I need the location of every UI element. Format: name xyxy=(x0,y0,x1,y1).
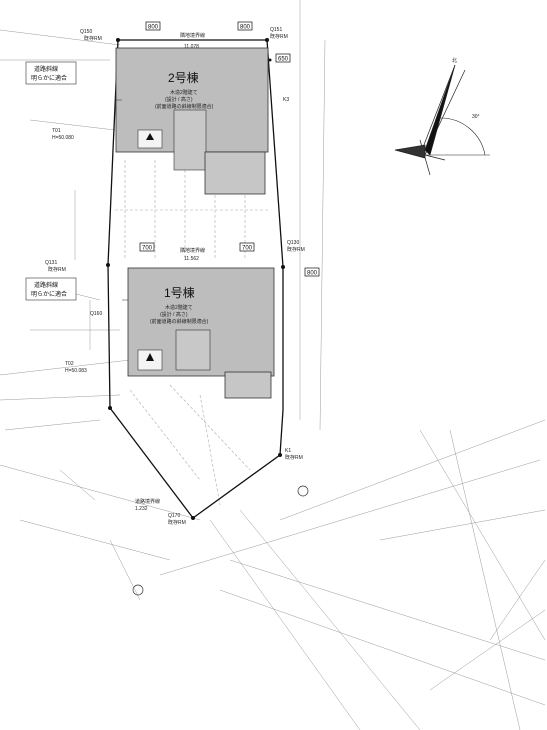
building-2-note-line: (設計 / 高さ) xyxy=(165,96,193,103)
dimension-label: 800 xyxy=(240,25,251,31)
building-1-name: 1号棟 xyxy=(164,285,195,300)
manhole-icon xyxy=(132,584,144,596)
building-2 xyxy=(115,47,269,195)
survey-mark: 既存RM xyxy=(285,454,303,461)
survey-points xyxy=(106,38,285,520)
dimension-label: 800 xyxy=(148,25,159,31)
survey-mark: 既存RM xyxy=(287,246,305,253)
setback-note-box: 道路斜線 明らかに適合 xyxy=(25,277,77,301)
survey-mark: H=50.080 xyxy=(52,135,74,141)
building-2-note-line: (前面道路の斜線制限適合) xyxy=(155,103,214,110)
survey-mark: 既存RM xyxy=(48,266,66,273)
survey-mark: Q130 xyxy=(287,240,299,246)
note-line: 道路斜線 xyxy=(34,65,58,73)
compass-rose-icon xyxy=(394,64,490,176)
dimension-label: 700 xyxy=(242,246,253,252)
boundary-title: 道路境界線 xyxy=(135,498,160,505)
survey-mark: T02 xyxy=(65,361,74,367)
dimension-label: 700 xyxy=(142,246,153,252)
parking-area xyxy=(115,160,270,506)
dimension-box: 650 xyxy=(275,53,291,63)
survey-mark: Q170 xyxy=(168,513,180,519)
note-line: 明らかに適合 xyxy=(31,74,67,82)
survey-mark: K1 xyxy=(285,448,291,454)
dimension-box: 700 xyxy=(239,242,255,252)
survey-mark: T01 xyxy=(52,128,61,134)
survey-mark: 既存RM xyxy=(84,35,102,42)
note-line: 道路斜線 xyxy=(34,281,58,289)
survey-mark: Q150 xyxy=(80,29,92,35)
dimension-box: 800 xyxy=(304,267,320,277)
manhole-icon xyxy=(297,485,309,497)
survey-mark: Q151 xyxy=(270,27,282,33)
note-line: 明らかに適合 xyxy=(31,290,67,298)
compass-angle-label: 30° xyxy=(472,114,480,120)
setback-note-box: 道路斜線 明らかに適合 xyxy=(25,61,77,85)
boundary-title: 隣地境界線 xyxy=(180,247,205,254)
survey-mark: 既存RM xyxy=(168,519,186,526)
survey-mark: K3 xyxy=(283,97,289,103)
survey-mark: Q160 xyxy=(90,311,102,317)
dimension-label: 800 xyxy=(307,271,318,277)
boundary-value: 1.232 xyxy=(135,506,148,512)
dimension-box: 800 xyxy=(237,21,253,31)
survey-mark: 既存RM xyxy=(270,33,288,40)
survey-mark: H=50.083 xyxy=(65,368,87,374)
dimension-box: 800 xyxy=(145,21,161,31)
site-boundary xyxy=(107,39,284,519)
building-2-name: 2号棟 xyxy=(168,70,199,85)
compass-north-label: 北 xyxy=(452,57,457,64)
building-1 xyxy=(122,267,275,399)
building-2-note-line: 木造2階建て xyxy=(170,89,198,96)
dimension-label: 650 xyxy=(278,57,289,63)
boundary-value: 11.562 xyxy=(184,256,199,262)
building-1-note-line: (設計 / 高さ) xyxy=(160,311,188,318)
dimension-box: 700 xyxy=(139,242,155,252)
building-1-note-line: 木造2階建て xyxy=(165,304,193,311)
boundary-title: 隣地境界線 xyxy=(180,32,205,39)
boundary-value: 11.078 xyxy=(184,44,199,50)
building-1-note-line: (前面道路の斜線制限適合) xyxy=(150,318,209,325)
survey-mark: Q131 xyxy=(45,260,57,266)
